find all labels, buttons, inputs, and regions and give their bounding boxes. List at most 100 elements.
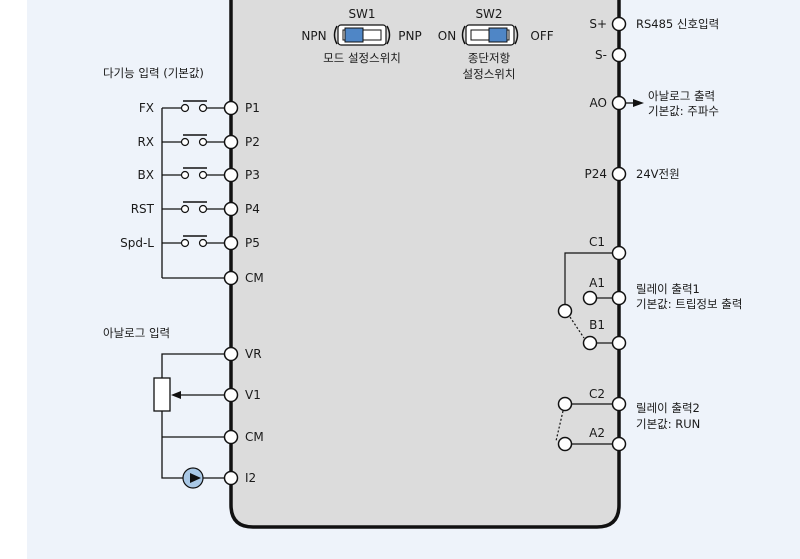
terminal-label-b1: B1 — [589, 318, 605, 332]
relay2-common-contact — [557, 396, 573, 412]
relay1-b-contact — [582, 335, 598, 351]
current-arrow-icon — [190, 473, 201, 483]
sw2-knob[interactable] — [488, 27, 508, 43]
terminal-description: 24V전원 — [636, 167, 680, 181]
terminal-c1[interactable] — [611, 245, 627, 261]
relay1-desc-line2: 기본값: 트립정보 출력 — [636, 297, 742, 311]
terminal-description: 기본값: 주파수 — [648, 104, 719, 118]
terminal-description: RS485 신호입력 — [636, 17, 719, 31]
terminal-p24[interactable] — [611, 166, 627, 182]
terminal-p2[interactable] — [223, 134, 239, 150]
terminal-label: P2 — [245, 135, 260, 149]
terminal-label: P4 — [245, 202, 260, 216]
digital-input-title: 다기능 입력 (기본값) — [103, 66, 204, 80]
terminal-p4[interactable] — [223, 201, 239, 217]
terminal-label: CM — [245, 430, 264, 444]
terminal-splus[interactable] — [611, 16, 627, 32]
terminal-label: AO — [590, 96, 607, 110]
switch-contact-icon — [198, 238, 208, 248]
digital-signal-label: Spd-L — [120, 236, 154, 250]
sw2-switch[interactable]: SW2 ON OFF 종단저항 설정스위치 — [438, 7, 554, 81]
inverter-panel — [229, 0, 621, 529]
sw1-switch[interactable]: SW1 NPN PNP 모드 설정스위치 — [301, 7, 421, 65]
terminal-a1[interactable] — [611, 290, 627, 306]
relay1-desc-line1: 릴레이 출력1 — [636, 282, 700, 296]
sw2-caption-line2: 설정스위치 — [463, 67, 516, 81]
relay2-a-contact — [557, 436, 573, 452]
vr-wire — [161, 353, 224, 378]
terminal-cm-digital[interactable] — [223, 270, 239, 286]
sw2-right-label: OFF — [530, 29, 553, 43]
sw2-bracket-right — [514, 25, 519, 45]
terminal-label-cm-digital: CM — [245, 271, 264, 285]
terminal-p1[interactable] — [223, 100, 239, 116]
digital-signal-label: RST — [131, 202, 155, 216]
switch-contact-icon — [180, 238, 190, 248]
digital-input-row: FX P1 — [139, 100, 260, 116]
switch-contact-icon — [198, 204, 208, 214]
relay2-armature — [555, 410, 564, 442]
terminal-label-c2: C2 — [589, 387, 605, 401]
terminal-label-a2: A2 — [589, 426, 605, 440]
digital-input-row: Spd-L P5 — [120, 235, 260, 251]
terminal-p3[interactable] — [223, 167, 239, 183]
relay2-desc-line2: 기본값: RUN — [636, 417, 700, 431]
terminal-ao[interactable] — [611, 95, 627, 111]
digital-signal-label: RX — [137, 135, 154, 149]
terminal-sminus[interactable] — [611, 47, 627, 63]
digital-input-row: RX P2 — [137, 134, 260, 150]
switch-contact-icon — [198, 103, 208, 113]
terminal-label: P5 — [245, 236, 260, 250]
sw1-left-label: NPN — [301, 29, 326, 43]
digital-input-row: BX P3 — [138, 167, 260, 183]
sw1-title: SW1 — [348, 7, 375, 21]
terminal-a2[interactable] — [611, 436, 627, 452]
terminal-label: I2 — [245, 471, 256, 485]
terminal-label: S+ — [589, 17, 607, 31]
sw1-knob[interactable] — [344, 27, 364, 43]
terminal-label: V1 — [245, 388, 261, 402]
terminal-p5[interactable] — [223, 235, 239, 251]
digital-signal-label: FX — [139, 101, 154, 115]
terminal-label-c1: C1 — [589, 235, 605, 249]
relay1-a-contact — [582, 290, 598, 306]
terminal-cm-analog[interactable] — [223, 429, 239, 445]
relay1-common-contact — [557, 303, 573, 319]
terminal-c2[interactable] — [611, 396, 627, 412]
terminal-label: P1 — [245, 101, 260, 115]
sw1-right-label: PNP — [398, 29, 421, 43]
sw2-title: SW2 — [475, 7, 502, 21]
sw2-caption-line1: 종단저항 — [468, 51, 511, 65]
terminal-label: S- — [595, 48, 607, 62]
sw1-bracket-left — [333, 25, 338, 45]
sw2-bracket-left — [461, 25, 466, 45]
terminal-label-a1: A1 — [589, 276, 605, 290]
sw1-bracket-right — [386, 25, 391, 45]
potentiometer-icon — [153, 377, 171, 412]
terminal-i2-analog[interactable] — [223, 470, 239, 486]
sw2-left-label: ON — [438, 29, 456, 43]
terminal-label: P24 — [584, 167, 607, 181]
terminal-vr-analog[interactable] — [223, 346, 239, 362]
digital-signal-label: BX — [138, 168, 154, 182]
switch-contact-icon — [198, 137, 208, 147]
switch-contact-icon — [198, 170, 208, 180]
switch-contact-icon — [180, 137, 190, 147]
switch-contact-icon — [180, 170, 190, 180]
ao-output-arrow-icon — [633, 99, 644, 107]
switch-contact-icon — [180, 204, 190, 214]
analog-input-title: 아날로그 입력 — [103, 326, 170, 340]
digital-input-row: RST P4 — [131, 201, 260, 217]
relay1-armature — [569, 316, 585, 339]
terminal-v1-analog[interactable] — [223, 387, 239, 403]
relay2-desc-line1: 릴레이 출력2 — [636, 401, 700, 415]
terminal-label: VR — [245, 347, 262, 361]
switch-contact-icon — [180, 103, 190, 113]
terminal-label: P3 — [245, 168, 260, 182]
wiper-arrow-icon — [171, 391, 181, 399]
sw1-caption: 모드 설정스위치 — [323, 51, 401, 65]
terminal-description: 아날로그 출력 — [648, 89, 715, 103]
terminal-b1[interactable] — [611, 335, 627, 351]
c1-wire — [564, 252, 612, 304]
